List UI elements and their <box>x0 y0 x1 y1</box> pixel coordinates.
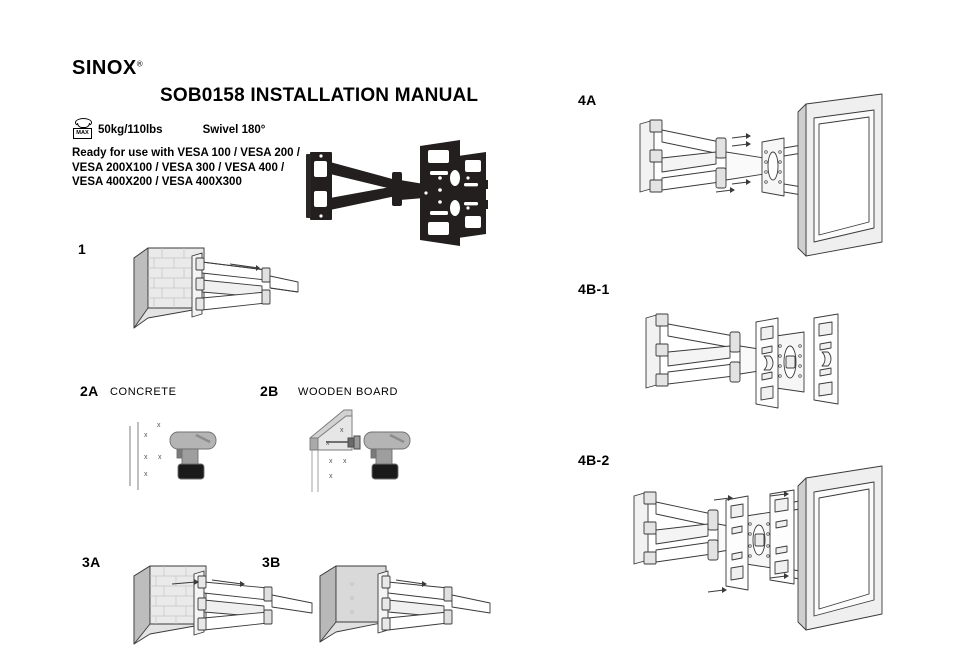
spec-row: MAX 50kg/110lbs Swivel 180° <box>72 118 265 142</box>
brand-name: SINOX <box>72 57 137 79</box>
step-1-label: 1 <box>78 241 87 257</box>
product-photo <box>300 128 495 288</box>
svg-text:x: x <box>158 454 162 461</box>
max-icon-label: MAX <box>73 128 92 139</box>
step-4b2-figure <box>620 460 960 660</box>
svg-text:x: x <box>340 427 344 434</box>
step-2a-figure: x x x x x <box>124 404 239 499</box>
step-3b-label: 3B <box>262 554 281 570</box>
max-weight-value: 50kg/110lbs <box>98 124 163 136</box>
svg-text:x: x <box>157 422 161 429</box>
svg-text:x: x <box>329 458 333 465</box>
step-4b1-label: 4B-1 <box>578 281 610 297</box>
step-3a-label: 3A <box>82 554 101 570</box>
svg-text:x: x <box>329 473 333 480</box>
vesa-line-1: Ready for use with VESA 100 / VESA 200 / <box>72 147 300 159</box>
page-title: SOB0158 INSTALLATION MANUAL <box>160 85 479 106</box>
vesa-line-3: VESA 400X200 / VESA 400X300 <box>72 176 242 188</box>
step-2b-sublabel: WOODEN BOARD <box>298 386 399 398</box>
step-3a-figure <box>126 562 321 662</box>
brand-logo: SINOX® <box>72 58 143 78</box>
step-2a-label: 2A <box>80 383 99 399</box>
step-4a-figure <box>620 92 960 292</box>
step-4b1-figure <box>628 300 918 440</box>
svg-text:x: x <box>343 458 347 465</box>
step-2b-figure: x x x x x <box>302 404 422 499</box>
vesa-compatibility-block: Ready for use with VESA 100 / VESA 200 /… <box>72 146 300 190</box>
step-4b2-label: 4B-2 <box>578 452 610 468</box>
step-2a-sublabel: CONCRETE <box>110 386 177 398</box>
vesa-line-2: VESA 200X100 / VESA 300 / VESA 400 / <box>72 161 285 174</box>
step-3b-figure <box>312 562 497 662</box>
registered-trademark-icon: ® <box>136 59 144 69</box>
svg-text:x: x <box>144 471 148 478</box>
step-1-figure <box>126 240 306 340</box>
step-2b-label: 2B <box>260 383 279 399</box>
svg-text:x: x <box>144 454 148 461</box>
svg-text:x: x <box>326 440 330 447</box>
swivel-value: Swivel 180° <box>202 124 266 136</box>
step-4a-label: 4A <box>578 92 597 108</box>
svg-text:x: x <box>144 432 148 439</box>
max-weight-icon: MAX <box>72 118 94 142</box>
